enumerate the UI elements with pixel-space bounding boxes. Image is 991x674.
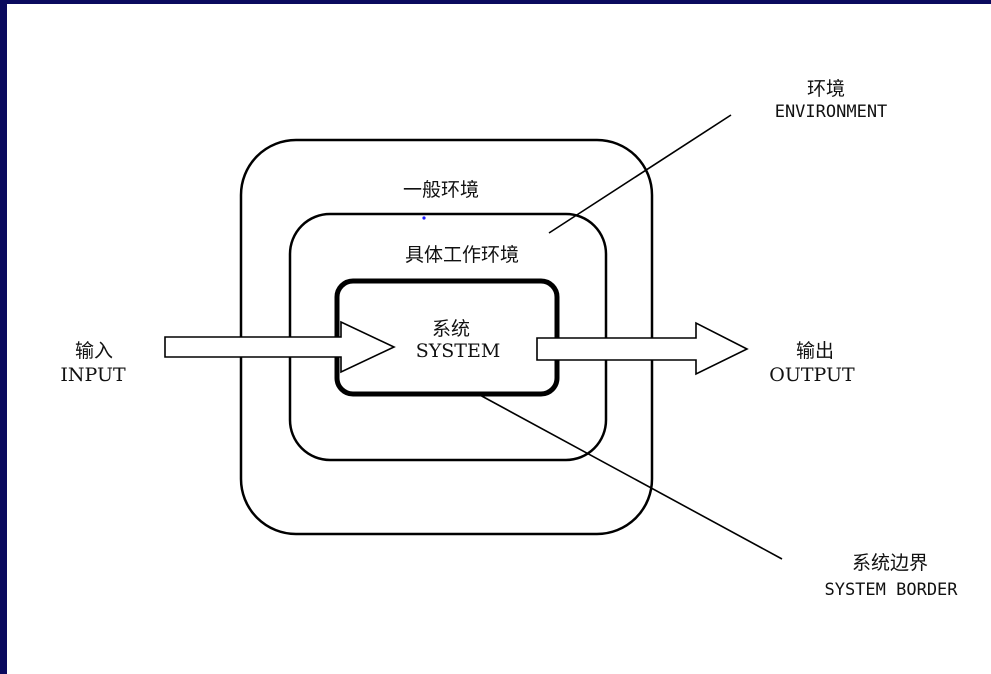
system-border-label-en: SYSTEM BORDER xyxy=(824,580,958,600)
input-label-en: INPUT xyxy=(60,364,126,386)
system-border-leader-line xyxy=(477,393,783,560)
environment-label-cn: 环境 xyxy=(806,78,845,100)
specific-environment-label: 具体工作环境 xyxy=(404,244,519,266)
environment-leader-line xyxy=(548,114,732,234)
output-label-cn: 输出 xyxy=(795,340,834,362)
environment-label-en: ENVIRONMENT xyxy=(774,102,888,122)
output-arrow xyxy=(536,321,749,376)
output-label-en: OUTPUT xyxy=(769,364,855,386)
input-arrow xyxy=(164,320,396,374)
blue-dot xyxy=(422,216,426,220)
system-label-cn: 系统 xyxy=(431,318,470,340)
system-label-en: SYSTEM xyxy=(415,340,501,362)
system-border-label-cn: 系统边界 xyxy=(851,552,928,574)
general-environment-label: 一般环境 xyxy=(402,179,479,201)
input-label-cn: 输入 xyxy=(74,340,113,362)
